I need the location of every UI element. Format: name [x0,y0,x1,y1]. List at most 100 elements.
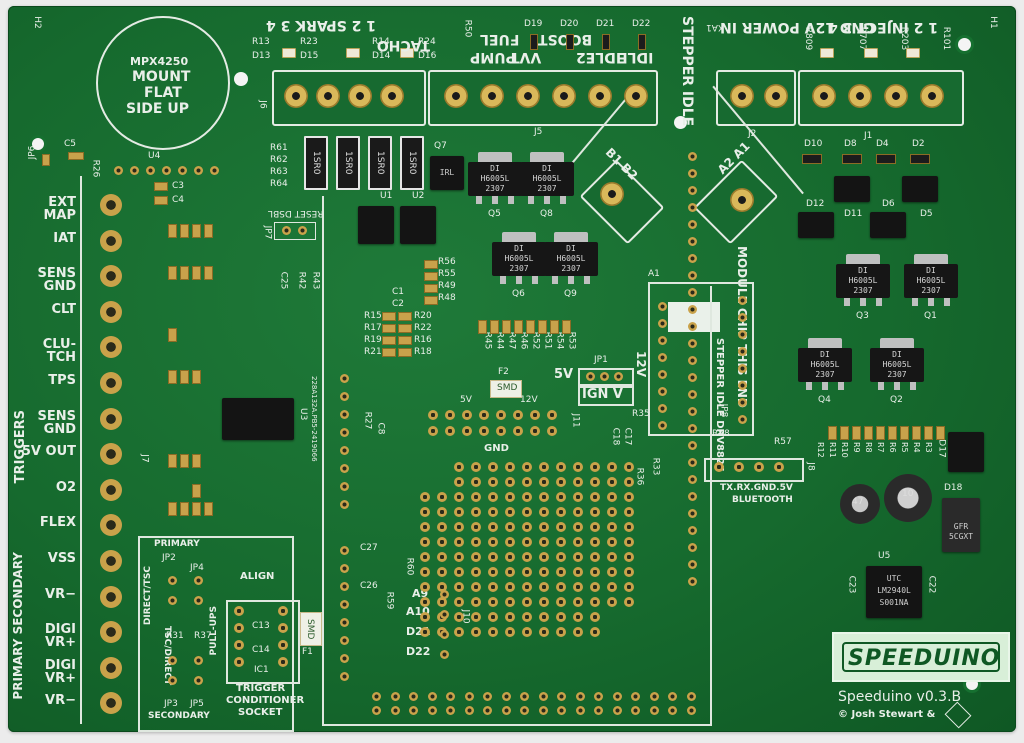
c25-label: C25 [278,271,289,290]
mosfet-marking: H6005L [882,360,912,369]
d11-label: D11 [844,209,863,219]
u3-code-label: 228A132A.PB5-2419066 [310,376,318,462]
j1-label: J1 [864,131,873,141]
v5-label: 5V [554,367,574,382]
shunt-r61-code: 1SR0 [306,138,326,188]
q1-label: Q1 [924,311,937,321]
c4-label: C4 [172,195,185,205]
screw-terminal-16 [920,84,944,108]
proto-pad [539,477,549,487]
mega-pin-left [340,392,349,401]
proto-pad [454,567,464,577]
trigger-label: TRIGGER [236,683,286,694]
proto-pad [471,462,481,472]
input-pin-label-5: CLU-TCH [42,337,76,366]
mosfet-tab [530,152,564,164]
inject-led-3 [906,48,920,58]
shunt-r62-code: 1SR0 [338,138,358,188]
proto-pad [420,597,430,607]
jp1-pin [614,372,623,381]
d20-label: D20 [560,19,579,29]
d10-diode [802,154,822,164]
j11-pin [513,426,523,436]
j11-pin [479,426,489,436]
proto-pad [556,552,566,562]
r43-label: R43 [310,271,321,290]
mosfet-tab [554,232,588,244]
u4-pad-5 [178,166,187,175]
mega-pin-right [688,169,697,178]
r6-label: R6 [888,442,897,453]
proto-pad [454,507,464,517]
proto-pad [590,477,600,487]
speeduino-logo-text: SPEEDUINO [848,646,1001,671]
c4-cap [154,196,168,205]
r42-label: R42 [296,271,307,290]
input-pin-11 [100,550,122,572]
left-cap-r38 [168,328,177,342]
proto-pad [624,597,634,607]
mega-outline-bottom [322,724,712,727]
mega-pin-right [688,254,697,263]
stepper-idle-label: STEPPER IDLE [679,16,695,127]
mega-pin-right [688,220,697,229]
c1-label: C1 [392,287,405,297]
c2-label: C2 [392,299,405,309]
proto-pad [590,537,600,547]
r64-label: R64 [270,179,288,189]
u4-pad-7 [210,166,219,175]
d12-label: D12 [806,199,825,209]
spark-led-1 [282,48,296,58]
mosfet-leg [508,196,514,204]
proto-pad [437,492,447,502]
d21-pin-label: D21 [406,625,431,638]
ign-v-box [578,384,634,406]
left-cap-r30 [180,454,189,468]
proto-pad [590,582,600,592]
proto-pad [505,477,515,487]
u1-chip [358,206,394,244]
smd-pad-r4x [550,320,559,334]
a9-label: A9 [412,587,429,600]
proto-pad [420,567,430,577]
idle2-label: IDLE2 [576,49,622,65]
r48-label: R48 [438,293,456,303]
bluetooth-label: BLUETOOTH [732,495,793,505]
proto-pad [590,567,600,577]
d2-diode [910,154,930,164]
d19-label: D19 [524,19,543,29]
mosfet-leg [876,298,882,306]
r56-label: R56 [438,257,456,267]
proto-pad [556,477,566,487]
mega-pin-right [688,322,697,331]
proto-pad [590,552,600,562]
mounting-hole-top-right [958,38,971,51]
proto-pad [471,522,481,532]
jumper-pad [168,576,177,585]
mega-pin-bottom2 [575,706,585,715]
proto-pad [539,492,549,502]
inject-led-2 [864,48,878,58]
proto-pad [454,537,464,547]
mosfet-leg [806,382,812,390]
resistor-r9 [864,426,873,440]
r53-label: R53 [566,331,577,350]
d8-label: D8 [844,139,857,149]
proto-pad [573,507,583,517]
r50-label: R50 [462,19,473,38]
proto-pad [573,582,583,592]
j11-pin [530,410,540,420]
u5-code-2: LM2940L [877,586,911,595]
proto-pad [624,477,634,487]
map-sensor-outline [96,16,230,150]
jumper-pad [194,656,203,665]
input-pin-label-6: TPS [48,373,76,388]
proto-pad [505,522,515,532]
u3-label: U3 [298,408,308,421]
proto-pad [624,462,634,472]
input-pin-label-1: EXT MAP [43,195,76,223]
c23-label: C23 [846,575,857,594]
mega-pin-bottom2 [612,706,622,715]
